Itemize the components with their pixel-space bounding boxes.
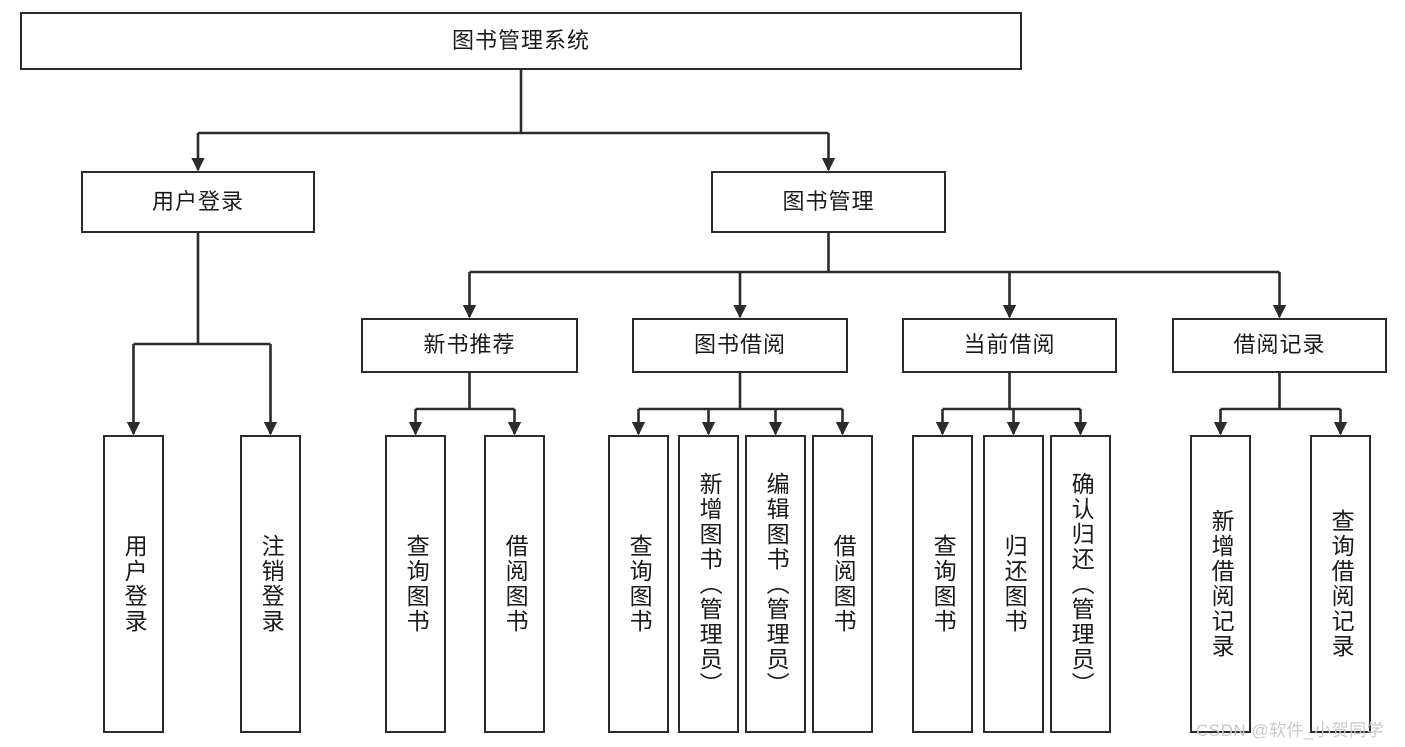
node-label: 编辑图书（管理员） <box>763 471 790 697</box>
node-label: 图书管理系统 <box>451 27 590 53</box>
node-label: 新书推荐 <box>423 332 516 358</box>
node-n-query[interactable]: 查询图书 <box>385 435 446 733</box>
node-c-confirm[interactable]: 确认归还（管理员） <box>1050 435 1111 733</box>
node-label: 图书借阅 <box>693 332 786 358</box>
node-label: 注销登录 <box>258 534 285 634</box>
node-root[interactable]: 图书管理系统 <box>20 12 1022 70</box>
node-label: 当前借阅 <box>963 332 1056 358</box>
node-label: 借阅图书 <box>830 534 857 634</box>
node-label: 图书管理 <box>782 188 875 214</box>
node-r-query[interactable]: 查询借阅记录 <box>1310 435 1371 733</box>
node-r-add[interactable]: 新增借阅记录 <box>1190 435 1251 733</box>
node-label: 借阅记录 <box>1233 332 1326 358</box>
node-n-borrow[interactable]: 借阅图书 <box>484 435 545 733</box>
node-label: 查询图书 <box>403 534 430 634</box>
node-borrow[interactable]: 图书借阅 <box>632 318 848 373</box>
node-label: 归还图书 <box>1001 534 1028 634</box>
node-login[interactable]: 用户登录 <box>81 171 315 233</box>
node-label: 查询借阅记录 <box>1328 509 1355 659</box>
node-label: 用户登录 <box>151 188 244 214</box>
node-l-logout[interactable]: 注销登录 <box>240 435 301 733</box>
node-b-lend[interactable]: 借阅图书 <box>812 435 873 733</box>
node-newbook[interactable]: 新书推荐 <box>361 318 578 373</box>
node-c-query[interactable]: 查询图书 <box>912 435 973 733</box>
node-b-edit[interactable]: 编辑图书（管理员） <box>745 435 806 733</box>
node-label: 用户登录 <box>121 534 148 634</box>
node-label: 确认归还（管理员） <box>1068 471 1095 697</box>
node-b-query[interactable]: 查询图书 <box>608 435 669 733</box>
node-current[interactable]: 当前借阅 <box>902 318 1117 373</box>
node-b-add[interactable]: 新增图书（管理员） <box>678 435 739 733</box>
node-records[interactable]: 借阅记录 <box>1172 318 1387 373</box>
node-c-return[interactable]: 归还图书 <box>983 435 1044 733</box>
node-bookmgmt[interactable]: 图书管理 <box>711 171 946 233</box>
node-label: 借阅图书 <box>502 534 529 634</box>
node-l-login[interactable]: 用户登录 <box>103 435 164 733</box>
node-label: 新增借阅记录 <box>1208 509 1235 659</box>
node-label: 查询图书 <box>626 534 653 634</box>
node-label: 新增图书（管理员） <box>696 471 723 697</box>
node-label: 查询图书 <box>930 534 957 634</box>
